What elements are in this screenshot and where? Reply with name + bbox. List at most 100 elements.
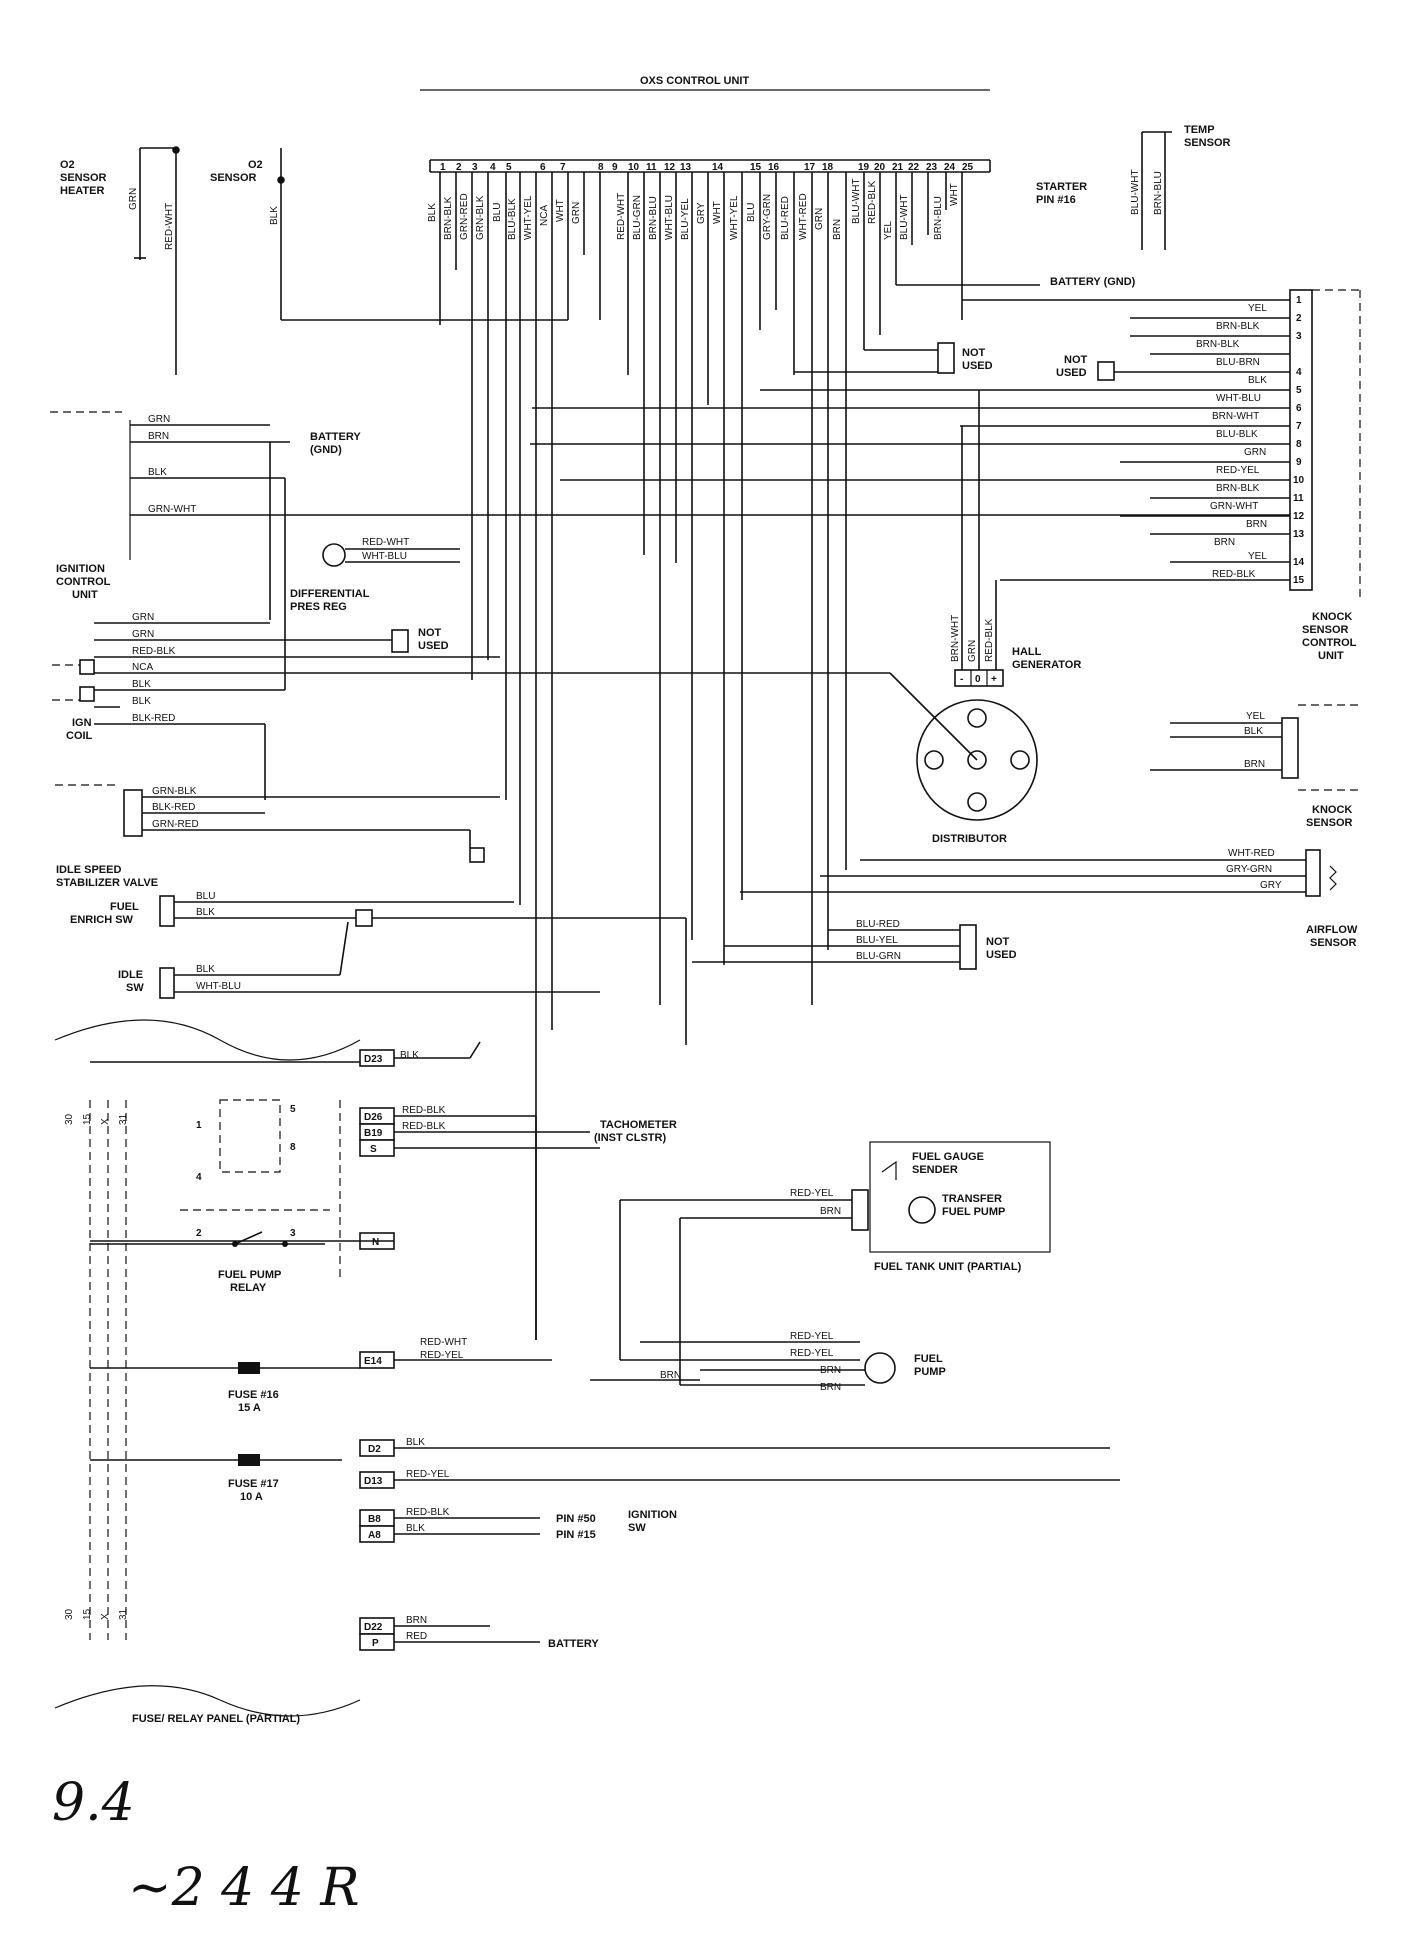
wire-label: BRN bbox=[148, 431, 169, 442]
pin-number: 5 bbox=[1296, 385, 1302, 396]
wire-label: BLU-GRN bbox=[856, 951, 901, 962]
hall-terminal-symbols: - 0 + bbox=[960, 674, 997, 685]
o2-sensor-heater-label: HEATER bbox=[60, 185, 104, 197]
relay-pin-numbers: 5 1 8 4 2 3 bbox=[196, 1104, 296, 1239]
pin-number: 23 bbox=[926, 162, 938, 173]
ignition-control-label: IGNITION bbox=[56, 563, 105, 575]
fuel-tank-unit-box bbox=[851, 1141, 1051, 1253]
wire-label: BLK-RED bbox=[132, 713, 175, 724]
pin-number: 16 bbox=[768, 162, 780, 173]
pin-number: 7 bbox=[1296, 421, 1302, 432]
wire-label: RED-BLK bbox=[984, 618, 995, 662]
fuel-tank-wires bbox=[619, 1199, 852, 1385]
temp-sensor-label: TEMP bbox=[1184, 124, 1215, 136]
pin-number: 5 bbox=[506, 162, 512, 173]
wire-label: BLU-WHT bbox=[899, 194, 910, 240]
handwritten-note: 9.4 bbox=[52, 1773, 135, 1833]
wire-label: BRN-BLU bbox=[648, 196, 659, 240]
knock-control-unit-label: SENSOR bbox=[1302, 624, 1349, 636]
wire-label: WHT-BLU bbox=[664, 195, 675, 240]
wire-label: BLK bbox=[1244, 726, 1263, 737]
terminal-label: 30 bbox=[64, 1113, 75, 1125]
wire-label: BLU-RED bbox=[780, 196, 791, 240]
temp-sensor-symbol bbox=[1141, 131, 1172, 250]
knock-control-wires bbox=[530, 299, 1290, 581]
battery-gnd-label: (GND) bbox=[310, 444, 342, 456]
wire-label: BLU-BRN bbox=[1216, 357, 1260, 368]
fuel-pump-relay-label: FUEL PUMP bbox=[218, 1269, 281, 1281]
pin-number: 4 bbox=[1296, 367, 1302, 378]
fuel-pump-symbol bbox=[590, 1341, 896, 1386]
pin-number: 20 bbox=[874, 162, 886, 173]
wire-label: RED-BLK bbox=[132, 646, 176, 657]
fuel-enrich-label: ENRICH SW bbox=[70, 914, 134, 926]
wire-label: GRN-BLK bbox=[152, 786, 197, 797]
terminal-label: 31 bbox=[118, 1608, 129, 1620]
idle-valve-wires bbox=[142, 796, 500, 848]
idle-valve-label: IDLE SPEED bbox=[56, 864, 121, 876]
wire-label: BRN bbox=[406, 1615, 427, 1626]
wire-label: BRN bbox=[1214, 537, 1235, 548]
connector-strip bbox=[429, 159, 991, 173]
battery-label: BATTERY bbox=[548, 1638, 599, 1650]
wire-label: WHT-YEL bbox=[729, 195, 740, 240]
terminal-name: B8 bbox=[368, 1514, 381, 1525]
hall-generator-label: GENERATOR bbox=[1012, 659, 1081, 671]
wire-label: BRN bbox=[820, 1365, 841, 1376]
pin-number: 17 bbox=[804, 162, 816, 173]
temp-sensor-label: SENSOR bbox=[1184, 137, 1231, 149]
not-used-wires bbox=[692, 929, 960, 963]
wire-label: BRN-WHT bbox=[950, 615, 961, 662]
not-used-label: USED bbox=[986, 949, 1017, 961]
o2-sensor-heater-label: SENSOR bbox=[60, 172, 107, 184]
wire-label: BRN-BLU bbox=[1153, 171, 1164, 215]
ignition-switch-label: IGNITION bbox=[628, 1509, 677, 1521]
panel-terminal-names: D23 D26 B19 S N E14 D2 D13 B8 A8 D22 P bbox=[364, 1054, 383, 1649]
panel-terminal-labels-bottom: 30 15 X 31 bbox=[64, 1608, 129, 1620]
pin-number: 25 bbox=[962, 162, 974, 173]
relay-pin: 8 bbox=[290, 1142, 296, 1153]
hall-generator-wires bbox=[961, 390, 997, 670]
idle-valve-label: STABILIZER VALVE bbox=[56, 877, 158, 889]
wire-label: RED-WHT bbox=[362, 537, 409, 548]
fuse-17-label: 10 A bbox=[240, 1491, 263, 1503]
pin-number: 21 bbox=[892, 162, 904, 173]
wire-label: RED-WHT bbox=[420, 1337, 467, 1348]
wire-label: BLU bbox=[196, 891, 215, 902]
fuel-gauge-sender-label: FUEL GAUGE bbox=[912, 1151, 984, 1163]
handwritten-note: ~2 4 4 R bbox=[128, 1858, 360, 1918]
wire-label: BLU-BLK bbox=[507, 198, 518, 240]
splice-box bbox=[469, 847, 485, 863]
pin-number: 11 bbox=[1293, 493, 1304, 504]
wire-label: BLU bbox=[492, 203, 503, 222]
wire-label: GRN bbox=[148, 414, 170, 425]
pin-number: 10 bbox=[628, 162, 640, 173]
o2-sensor-label: O2 bbox=[248, 159, 263, 171]
pin-number: 8 bbox=[1296, 439, 1302, 450]
pin-number: 12 bbox=[664, 162, 676, 173]
idle-valve-connector bbox=[55, 784, 143, 837]
distributor-label: DISTRIBUTOR bbox=[932, 833, 1007, 845]
knock-control-pins: 1 2 3 4 5 6 7 8 9 10 11 12 13 14 15 bbox=[1293, 295, 1305, 586]
wire-label: RED-BLK bbox=[406, 1507, 450, 1518]
wire-label: BLU-WHT bbox=[851, 178, 862, 224]
control-unit-wire-labels: BLK BRN-BLK GRN-RED GRN-BLK BLU BLU-BLK … bbox=[427, 178, 960, 240]
relay-pin: 5 bbox=[290, 1104, 296, 1115]
connector-pin-numbers: 1 2 3 4 5 6 7 8 9 10 11 12 13 14 15 16 1… bbox=[440, 162, 974, 173]
panel-bottom-wave bbox=[54, 1685, 361, 1717]
wire-label: BLU bbox=[746, 203, 757, 222]
not-used-connector bbox=[937, 342, 955, 374]
not-used-connector bbox=[391, 629, 409, 653]
wire-label: GRN bbox=[132, 612, 154, 623]
wire-label: GRY bbox=[696, 202, 707, 224]
terminal-name: A8 bbox=[368, 1530, 381, 1541]
fuse-16-label: FUSE #16 bbox=[228, 1389, 279, 1401]
fuel-tank-label: FUEL TANK UNIT (PARTIAL) bbox=[874, 1261, 1022, 1273]
pin-number: 22 bbox=[908, 162, 920, 173]
pin-number: 4 bbox=[490, 162, 496, 173]
wire-label: WHT-RED bbox=[1228, 848, 1275, 859]
ignition-switch-label: SW bbox=[628, 1522, 646, 1534]
terminal-label: X bbox=[100, 1613, 111, 1620]
fuse-17-symbol bbox=[90, 1454, 342, 1466]
